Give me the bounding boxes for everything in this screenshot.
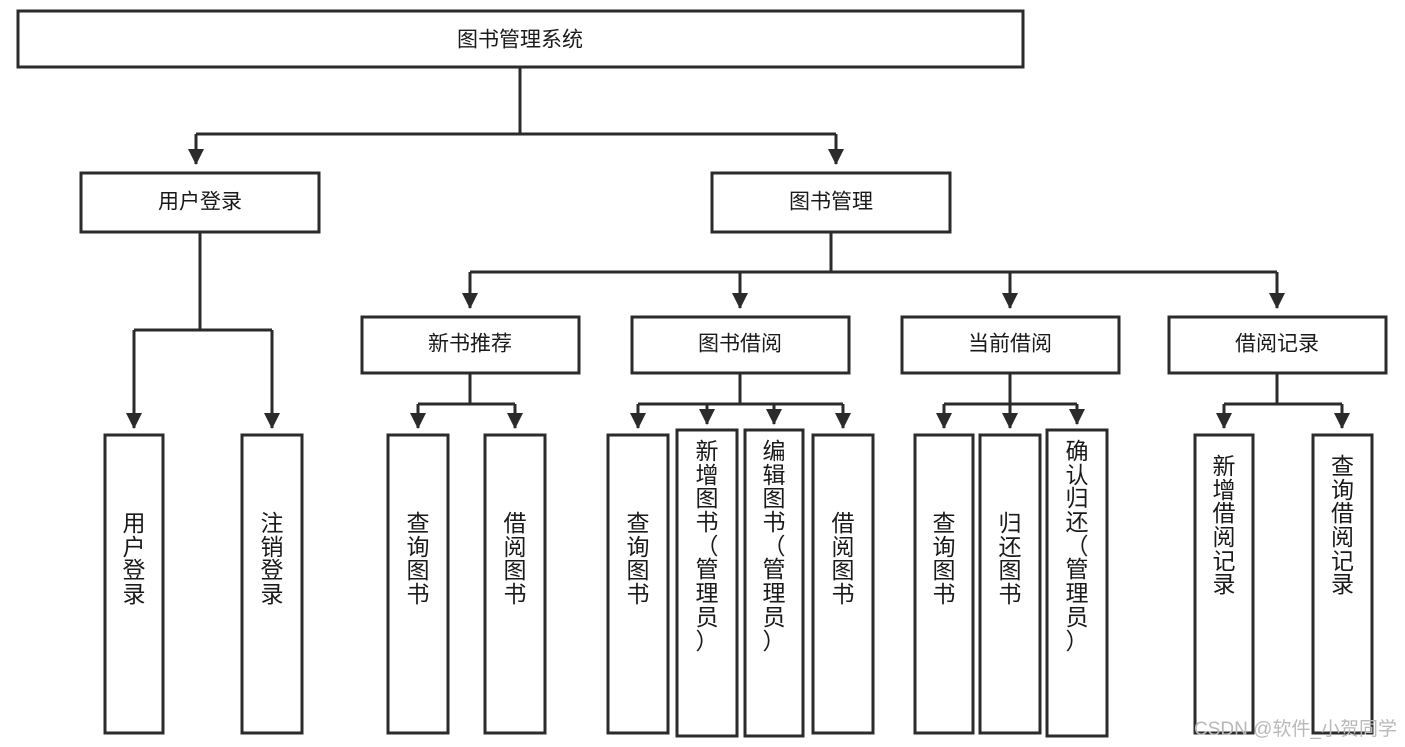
node-user-login-box[interactable]: [79, 171, 321, 234]
node-book-borrow-label: 图书借阅: [698, 333, 782, 356]
connector-book-borrow-to-leaves: [629, 373, 852, 429]
connector-borrow-record-to-leaves: [1215, 373, 1351, 429]
node-leaf-borrow-book-1-box[interactable]: [483, 433, 547, 735]
node-leaf-add-book-box[interactable]: [675, 428, 739, 738]
node-leaf-user-login-box[interactable]: [103, 433, 165, 735]
connector-root-to-level2: [187, 67, 845, 165]
node-user-login[interactable]: 用户登录: [79, 171, 321, 234]
node-leaf-confirm-return-box[interactable]: [1045, 428, 1109, 738]
node-book-manage[interactable]: 图书管理: [710, 171, 952, 234]
connector-new-book-recommend-to-leaves: [409, 373, 524, 429]
node-leaf-query-book-2-box[interactable]: [606, 433, 670, 735]
node-book-borrow[interactable]: 图书借阅: [630, 315, 851, 375]
node-leaf-add-record-box[interactable]: [1193, 433, 1255, 735]
node-borrow-record-label: 借阅记录: [1235, 333, 1319, 356]
node-book-manage-label: 图书管理: [789, 191, 873, 214]
node-root-label: 图书管理系统: [457, 29, 583, 52]
node-leaf-return-book-box[interactable]: [978, 433, 1042, 735]
node-new-book-recommend-box[interactable]: [360, 315, 581, 375]
node-leaf-borrow-book-2-box[interactable]: [811, 433, 875, 735]
node-new-book-recommend-label: 新书推荐: [428, 333, 512, 356]
node-current-borrow[interactable]: 当前借阅: [900, 315, 1121, 375]
node-leaf-query-book-1-box[interactable]: [386, 433, 450, 735]
node-root[interactable]: 图书管理系统: [16, 9, 1025, 69]
node-new-book-recommend[interactable]: 新书推荐: [360, 315, 581, 375]
node-leaf-query-book-3-box[interactable]: [913, 433, 975, 735]
connector-book-manage-to-level3: [461, 232, 1286, 309]
watermark-text: CSDN @软件_小贺同学: [1194, 719, 1397, 740]
node-leaf-query-record-box[interactable]: [1311, 433, 1374, 735]
connector-current-borrow-to-leaves: [935, 373, 1086, 429]
node-current-borrow-label: 当前借阅: [968, 333, 1052, 356]
node-leaf-user-logout-box[interactable]: [240, 433, 304, 735]
node-leaf-edit-book-box[interactable]: [743, 428, 805, 738]
node-borrow-record[interactable]: 借阅记录: [1167, 315, 1388, 375]
node-user-login-label: 用户登录: [158, 191, 242, 214]
node-root-box[interactable]: [16, 9, 1025, 69]
connector-user-login-to-leaves: [125, 232, 281, 429]
node-current-borrow-box[interactable]: [900, 315, 1121, 375]
